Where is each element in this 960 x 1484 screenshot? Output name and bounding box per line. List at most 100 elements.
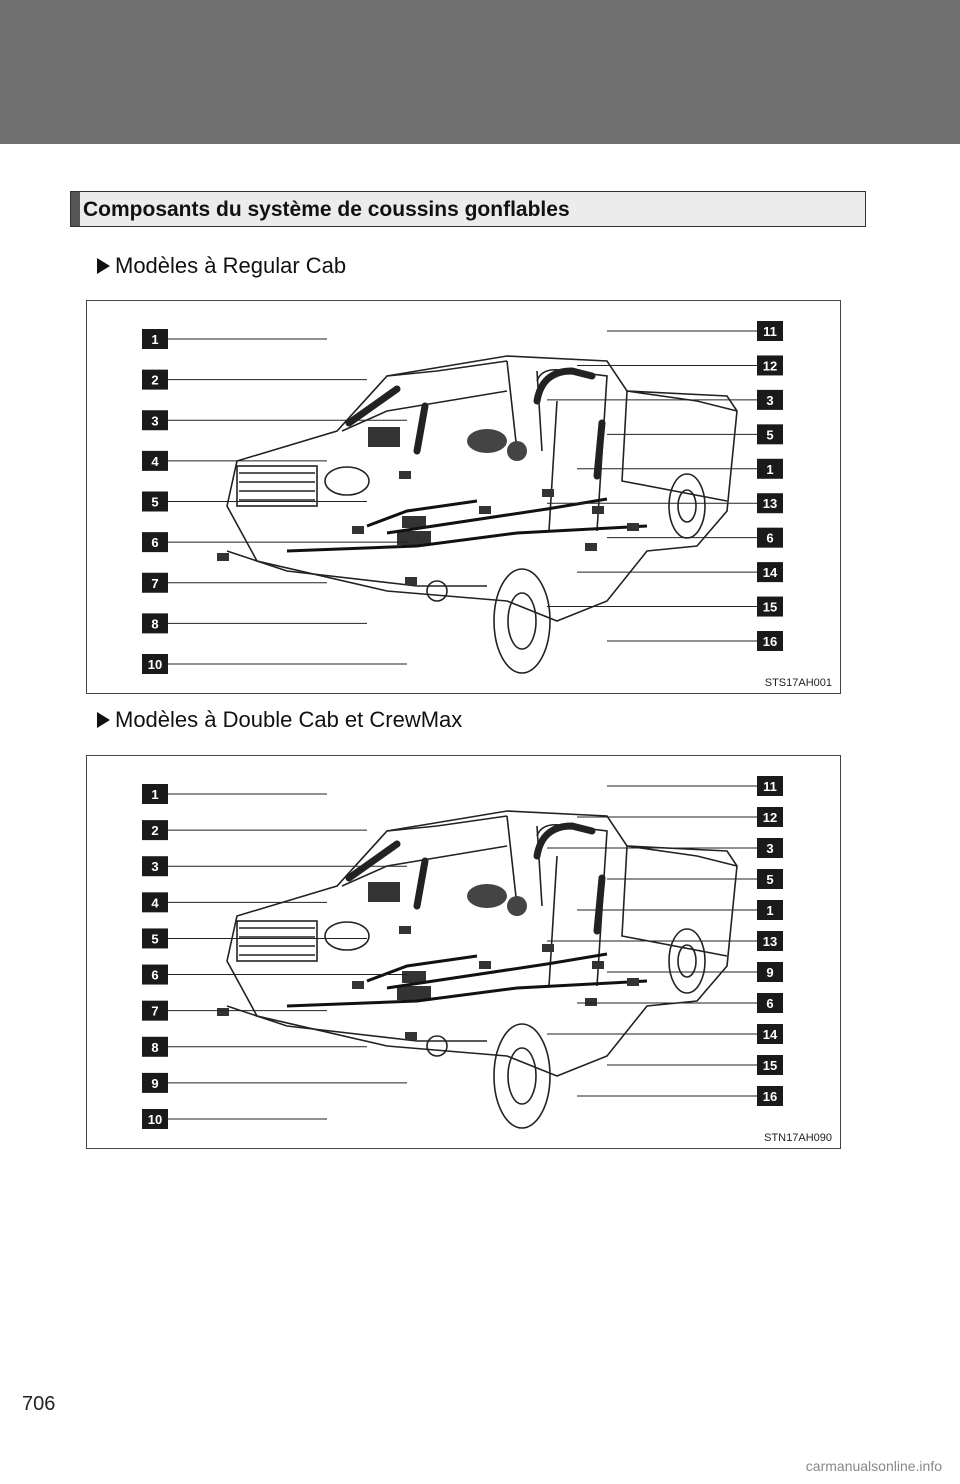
- sensor-block: [399, 471, 411, 479]
- callout-label-text: 6: [151, 535, 158, 550]
- callout-label-text: 7: [151, 576, 158, 591]
- callout-label-text: 3: [766, 841, 773, 856]
- steering-airbag-module: [368, 882, 400, 902]
- callout-label-text: 3: [151, 859, 158, 874]
- wiring-harness: [286, 952, 648, 1008]
- ecu-module: [397, 986, 431, 1000]
- callout-label-text: 5: [151, 931, 158, 946]
- sensor-block: [592, 961, 604, 969]
- callout-label-box: [757, 931, 783, 951]
- figure-code: STS17AH001: [764, 677, 832, 689]
- figure-code: STN17AH090: [764, 1132, 832, 1144]
- sensor-module: [402, 516, 426, 528]
- callout-label-box: [757, 776, 783, 796]
- callout-label-text: 10: [148, 1112, 162, 1127]
- callout-label-box: [757, 458, 783, 479]
- knee-airbag-module: [507, 896, 527, 916]
- callout-label-box: [757, 596, 783, 617]
- sensor-block: [217, 1008, 229, 1016]
- triangle-bullet-icon: [97, 712, 110, 728]
- callout-label-text: 8: [151, 1040, 158, 1055]
- callout-label-text: 12: [763, 810, 777, 825]
- callout-label-box: [142, 1072, 168, 1093]
- ecu-module: [397, 531, 431, 545]
- callout-label-box: [757, 993, 783, 1013]
- callout-label-text: 2: [151, 823, 158, 838]
- callout-label-box: [757, 389, 783, 410]
- callout-label-text: 11: [763, 324, 777, 339]
- passenger-airbag-module: [467, 884, 507, 908]
- section-header: Composants du système de coussins gonfla…: [70, 191, 866, 227]
- callout-label-box: [142, 892, 168, 913]
- callout-label-text: 9: [151, 1076, 158, 1091]
- callout-label-text: 15: [763, 1058, 777, 1073]
- callout-label-text: 14: [763, 565, 778, 580]
- callout-label-text: 6: [766, 531, 773, 546]
- sensor-block: [542, 944, 554, 952]
- callout-label-box: [142, 654, 168, 674]
- callout-label-box: [757, 1055, 783, 1075]
- bumper-line: [226, 1005, 487, 1042]
- callout-label-text: 4: [151, 454, 159, 469]
- watermark: carmanualsonline.info: [805, 1458, 942, 1474]
- truck-bed-outline: [621, 390, 738, 502]
- rear-wheel: [668, 928, 706, 994]
- bumper-line: [226, 550, 487, 587]
- callout-label-text: 1: [766, 903, 773, 918]
- callout-label-text: 5: [766, 872, 773, 887]
- sensor-block: [405, 577, 417, 585]
- callout-label-box: [142, 532, 168, 553]
- callout-label-text: 8: [151, 616, 158, 631]
- fog-light: [426, 580, 448, 602]
- steering-airbag-module: [368, 427, 400, 447]
- cab-window-lines: [341, 360, 543, 452]
- windshield-pillar-airbag: [345, 385, 401, 427]
- page-number: 706: [22, 1393, 56, 1415]
- fog-light: [426, 1035, 448, 1057]
- callout-label-text: 13: [763, 496, 777, 511]
- sensor-block: [399, 926, 411, 934]
- callout-label-text: 16: [763, 634, 777, 649]
- callout-label-box: [757, 562, 783, 583]
- section-header-bar: [71, 192, 80, 226]
- sensor-block: [217, 553, 229, 561]
- sensor-block: [479, 961, 491, 969]
- callout-label-box: [757, 1086, 783, 1106]
- callout-label-box: [757, 869, 783, 889]
- callout-label-text: 9: [766, 965, 773, 980]
- callout-label-box: [142, 784, 168, 804]
- triangle-bullet-icon: [97, 258, 110, 274]
- sensor-block: [627, 978, 639, 986]
- truck-body-outline: [226, 810, 738, 1077]
- callout-label-text: 6: [151, 968, 158, 983]
- subtitle-double-cab: Modèles à Double Cab et CrewMax: [97, 707, 462, 733]
- callout-label-box: [142, 369, 168, 390]
- grille-outline: [236, 920, 318, 962]
- callout-label-box: [142, 820, 168, 841]
- headlight: [324, 921, 370, 951]
- callout-label-text: 4: [151, 895, 159, 910]
- callout-label-box: [142, 613, 168, 634]
- callout-label-box: [142, 450, 168, 471]
- callout-label-box: [757, 838, 783, 858]
- windshield-pillar-airbag: [345, 840, 401, 882]
- truck-body-outline: [226, 355, 738, 622]
- passenger-airbag-module: [467, 429, 507, 453]
- callout-label-box: [142, 491, 168, 512]
- front-wheel-hub: [507, 1047, 537, 1105]
- curtain-airbag: [533, 367, 596, 405]
- callout-label-box: [142, 1000, 168, 1021]
- curtain-airbag: [533, 822, 596, 860]
- rear-wheel-hub: [677, 489, 697, 523]
- sensor-block: [592, 506, 604, 514]
- callout-label-text: 3: [766, 393, 773, 408]
- subtitle-text: Modèles à Double Cab et CrewMax: [115, 707, 463, 732]
- callout-label-text: 5: [766, 427, 773, 442]
- callout-label-box: [757, 807, 783, 827]
- sensor-block: [627, 523, 639, 531]
- callout-label-text: 3: [151, 413, 158, 428]
- sensor-module: [402, 971, 426, 983]
